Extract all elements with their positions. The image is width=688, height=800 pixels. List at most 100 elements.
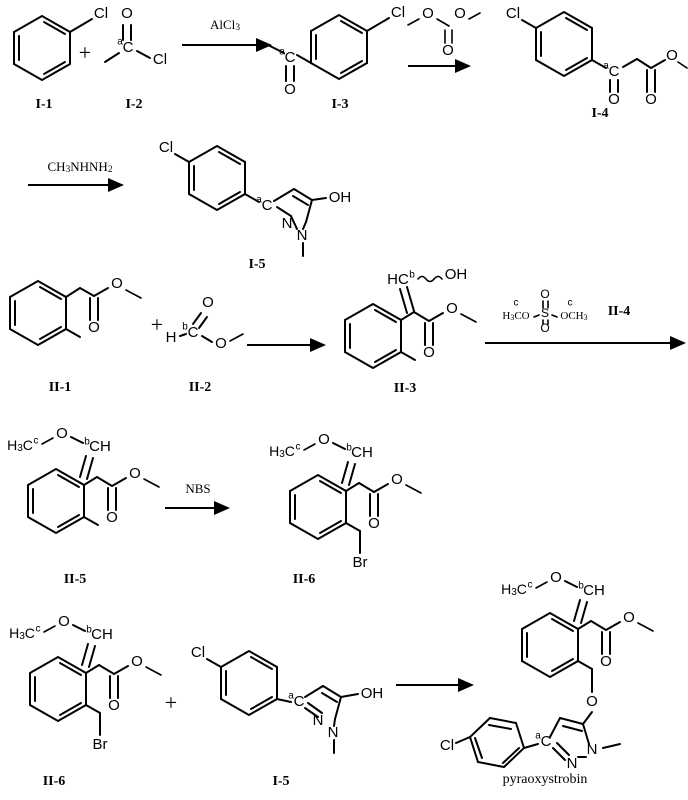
atom-label-c: C <box>541 733 552 750</box>
atom-superscript-a: a <box>117 37 123 48</box>
compound-i4: Cl C a O O O I-4 <box>506 5 688 121</box>
compound-ii2: O C b H O II-2 <box>166 294 244 395</box>
atom-label-ch: CH <box>91 626 113 643</box>
reaction-arrow-6: NBS <box>165 481 230 515</box>
atom-superscript-b: b <box>86 625 92 636</box>
compound-label-i2: I-2 <box>125 97 142 112</box>
atom-label-cl: Cl <box>94 5 108 22</box>
atom-label-o-methoxy: O <box>550 569 562 586</box>
atom-label-o: O <box>129 465 141 482</box>
atom-label-o-double: O <box>368 515 380 532</box>
reaction-arrow-2: O O O <box>407 5 481 73</box>
atom-label-o-top: O <box>540 287 549 301</box>
compound-label-ii6: II-6 <box>293 572 316 587</box>
atom-superscript-c: c <box>36 624 41 635</box>
compound-label-i5: I-5 <box>272 774 289 789</box>
plus-operator: + <box>165 690 177 715</box>
atom-superscript-c: c <box>34 436 39 447</box>
atom-label-c: C <box>285 49 296 66</box>
compound-pyraoxystrobin: H3C c O CH b O O O N N C <box>440 569 654 787</box>
atom-label-c: C <box>262 197 273 214</box>
atom-label-o-double: O <box>106 509 118 526</box>
atom-label-o-methoxy: O <box>58 613 70 630</box>
atom-label-o-double: O <box>108 697 120 714</box>
atom-label-n2: N <box>282 215 293 232</box>
atom-label-cl: Cl <box>191 644 205 661</box>
atom-label-c: C <box>123 39 134 56</box>
reagent-label-methylhydrazine: CH3NHNH2 <box>48 159 113 175</box>
atom-label-o: O <box>121 5 133 22</box>
compound-i3: Cl C a O I-3 <box>265 4 405 112</box>
reagent-label-alcl3: AlCl3 <box>210 17 240 33</box>
atom-label-ch: CH <box>89 438 111 455</box>
compound-label-ii4: II-4 <box>608 304 631 319</box>
atom-superscript-b: b <box>84 437 90 448</box>
atom-superscript-c: c <box>296 442 301 453</box>
compound-i5: Cl C a N N OH I-5 <box>159 139 351 272</box>
atom-label-o: O <box>215 335 227 352</box>
atom-label-h3c: H3C <box>7 437 33 454</box>
atom-label-n2: N <box>313 712 324 729</box>
atom-label-oh: OH <box>445 266 468 283</box>
atom-label-h: H <box>166 329 177 346</box>
compound-label-i4: I-4 <box>591 106 608 121</box>
atom-superscript-b: b <box>409 270 415 281</box>
atom-label-n1: N <box>297 227 308 244</box>
compound-label-ii1: II-1 <box>49 380 72 395</box>
atom-label-br: Br <box>93 736 108 753</box>
reagent-dimethyl-sulfate: c H3CO S O O c OCH3 <box>502 287 587 335</box>
atom-label-o-right: O <box>454 5 466 22</box>
atom-superscript-b: b <box>182 322 188 333</box>
compound-label-ii3: II-3 <box>394 381 417 396</box>
reaction-arrow-4 <box>247 338 326 352</box>
atom-label-c: C <box>294 693 305 710</box>
atom-label-c: C <box>188 324 199 341</box>
compound-ii3: HC b OH O O II-3 <box>344 266 477 396</box>
compound-ii5: H3C c O CH b O O II-5 <box>7 425 160 587</box>
compound-i5-row5: Cl C a N N OH I-5 <box>191 644 383 789</box>
compound-label-ii5: II-5 <box>64 572 87 587</box>
atom-superscript-c: c <box>528 580 533 591</box>
atom-label-h3c: H3C <box>501 581 527 598</box>
atom-label-o: O <box>391 471 403 488</box>
atom-superscript-a: a <box>603 61 609 72</box>
atom-label-cl: Cl <box>159 139 173 156</box>
atom-label-o-double: O <box>423 344 435 361</box>
product-name-label: pyraoxystrobin <box>503 772 588 787</box>
atom-label-oh: OH <box>361 685 384 702</box>
compound-ii6-row5: H3C c O CH b Br O O II-6 <box>9 613 162 789</box>
atom-label-o: O <box>446 300 458 317</box>
compound-label-i3: I-3 <box>331 97 348 112</box>
compound-label-ii2: II-2 <box>189 380 212 395</box>
reaction-arrow-5: c H3CO S O O c OCH3 II-4 <box>485 287 686 350</box>
reaction-arrow-3: CH3NHNH2 <box>28 159 124 192</box>
compound-label-i5: I-5 <box>248 257 265 272</box>
atom-label-cl: Cl <box>153 51 167 68</box>
atom-label-c: C <box>609 63 620 80</box>
atom-label-h3c: H3C <box>269 443 295 460</box>
atom-label-o-double: O <box>202 294 214 311</box>
compound-i2: O C a Cl I-2 <box>104 5 167 112</box>
atom-label-o-ether: O <box>586 693 598 710</box>
atom-label-o: O <box>623 609 635 626</box>
reagent-dimethyl-sulfate-right: OCH3 <box>560 310 587 322</box>
atom-label-o-double: O <box>88 319 100 336</box>
atom-label-n1: N <box>587 741 598 758</box>
atom-label-o-ester: O <box>666 47 678 64</box>
atom-label-o: O <box>131 653 143 670</box>
atom-superscript-b: b <box>346 443 352 454</box>
plus-operator: + <box>151 312 163 337</box>
atom-superscript-c-left: c <box>514 298 519 309</box>
compound-ii6-row4: H3C c O CH b Br O O II-6 <box>269 431 422 587</box>
atom-label-o-ester-double: O <box>645 91 657 108</box>
reaction-arrow-7 <box>396 678 474 692</box>
atom-superscript-a: a <box>535 731 541 742</box>
atom-label-cl: Cl <box>440 737 454 754</box>
atom-label-cl: Cl <box>391 4 405 21</box>
atom-label-o-left: O <box>422 5 434 22</box>
atom-label-o-ketone: O <box>608 91 620 108</box>
reagent-dimethyl-sulfate-left: H3CO <box>502 310 529 322</box>
atom-superscript-c-right: c <box>568 298 573 309</box>
atom-superscript-a: a <box>256 195 262 206</box>
atom-label-n2: N <box>567 755 578 772</box>
